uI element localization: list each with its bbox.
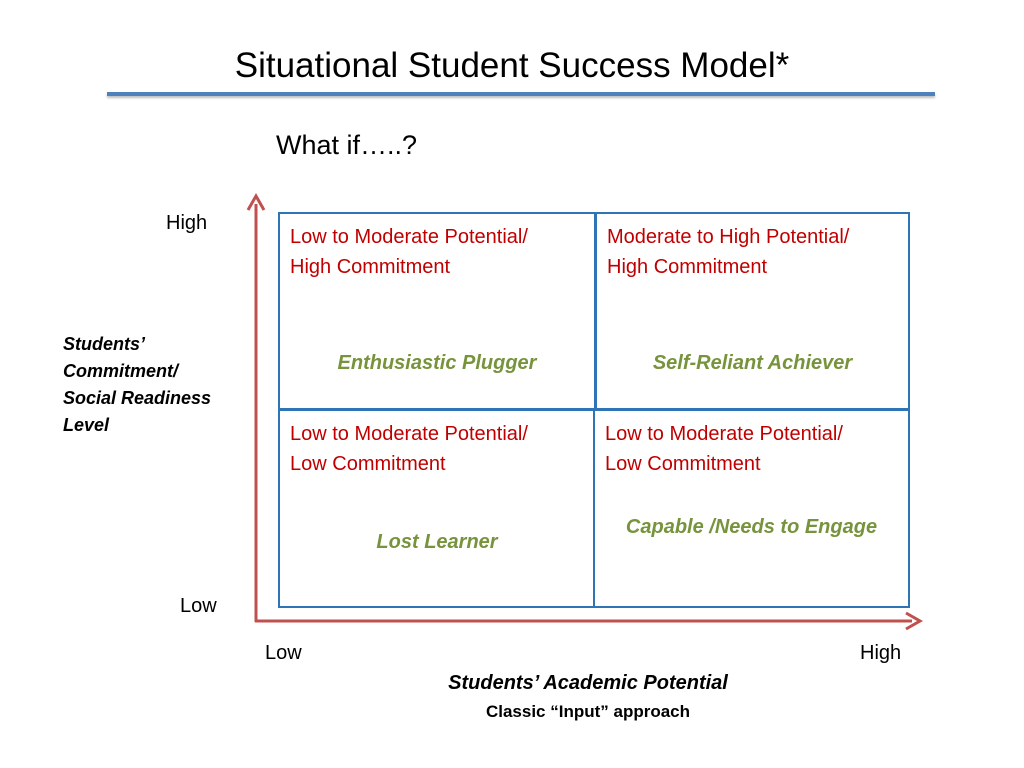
quadrant-archetype: Capable /Needs to Engage <box>625 516 878 538</box>
quadrant-archetype: Self-Reliant Achiever <box>652 352 853 374</box>
quadrant-description-line2: Low Commitment <box>605 453 761 475</box>
quadrant-description: Moderate to High Potential/ High Commitm… <box>607 222 907 282</box>
quadrant-description: Low to Moderate Potential/ High Commitme… <box>290 222 590 282</box>
quadrant-bottom-right: Low to Moderate Potential/ Low Commitmen… <box>593 409 910 608</box>
quadrant-description-line1: Low to Moderate Potential/ <box>290 226 528 248</box>
quadrant-description: Low to Moderate Potential/ Low Commitmen… <box>290 419 590 479</box>
x-axis-arrowhead <box>905 611 924 631</box>
slide-subtitle: What if…..? <box>276 130 418 160</box>
quadrant-description-line2: High Commitment <box>290 256 451 278</box>
quadrant-top-right: Moderate to High Potential/ High Commitm… <box>595 212 910 410</box>
slide-title: Situational Student Success Model* <box>234 46 790 85</box>
quadrant-archetype: Enthusiastic Plugger <box>337 352 537 374</box>
y-axis-title: Students’ Commitment/ Social Readiness L… <box>63 334 212 435</box>
x-axis-subtitle: Classic “Input” approach <box>485 702 691 721</box>
quadrant-bottom-left: Low to Moderate Potential/ Low Commitmen… <box>278 409 596 608</box>
quadrant-description: Low to Moderate Potential/ Low Commitmen… <box>605 419 905 479</box>
quadrant-description-line2: High Commitment <box>607 256 768 278</box>
quadrant-top-left: Low to Moderate Potential/ High Commitme… <box>278 212 596 410</box>
y-axis-low-label: Low <box>180 595 217 617</box>
quadrant-description-line1: Moderate to High Potential/ <box>607 226 850 248</box>
title-divider <box>107 92 935 96</box>
quadrant-description-line2: Low Commitment <box>290 453 446 475</box>
y-axis-high-label: High <box>166 212 208 234</box>
y-axis-arrowhead <box>246 192 266 211</box>
quadrant-description-line1: Low to Moderate Potential/ <box>605 423 843 445</box>
x-axis-title: Students’ Academic Potential <box>448 672 728 694</box>
x-axis-high-label: High <box>860 642 902 664</box>
quadrant-description-line1: Low to Moderate Potential/ <box>290 423 528 445</box>
x-axis-low-label: Low <box>265 642 302 664</box>
quadrant-archetype: Lost Learner <box>376 531 498 553</box>
